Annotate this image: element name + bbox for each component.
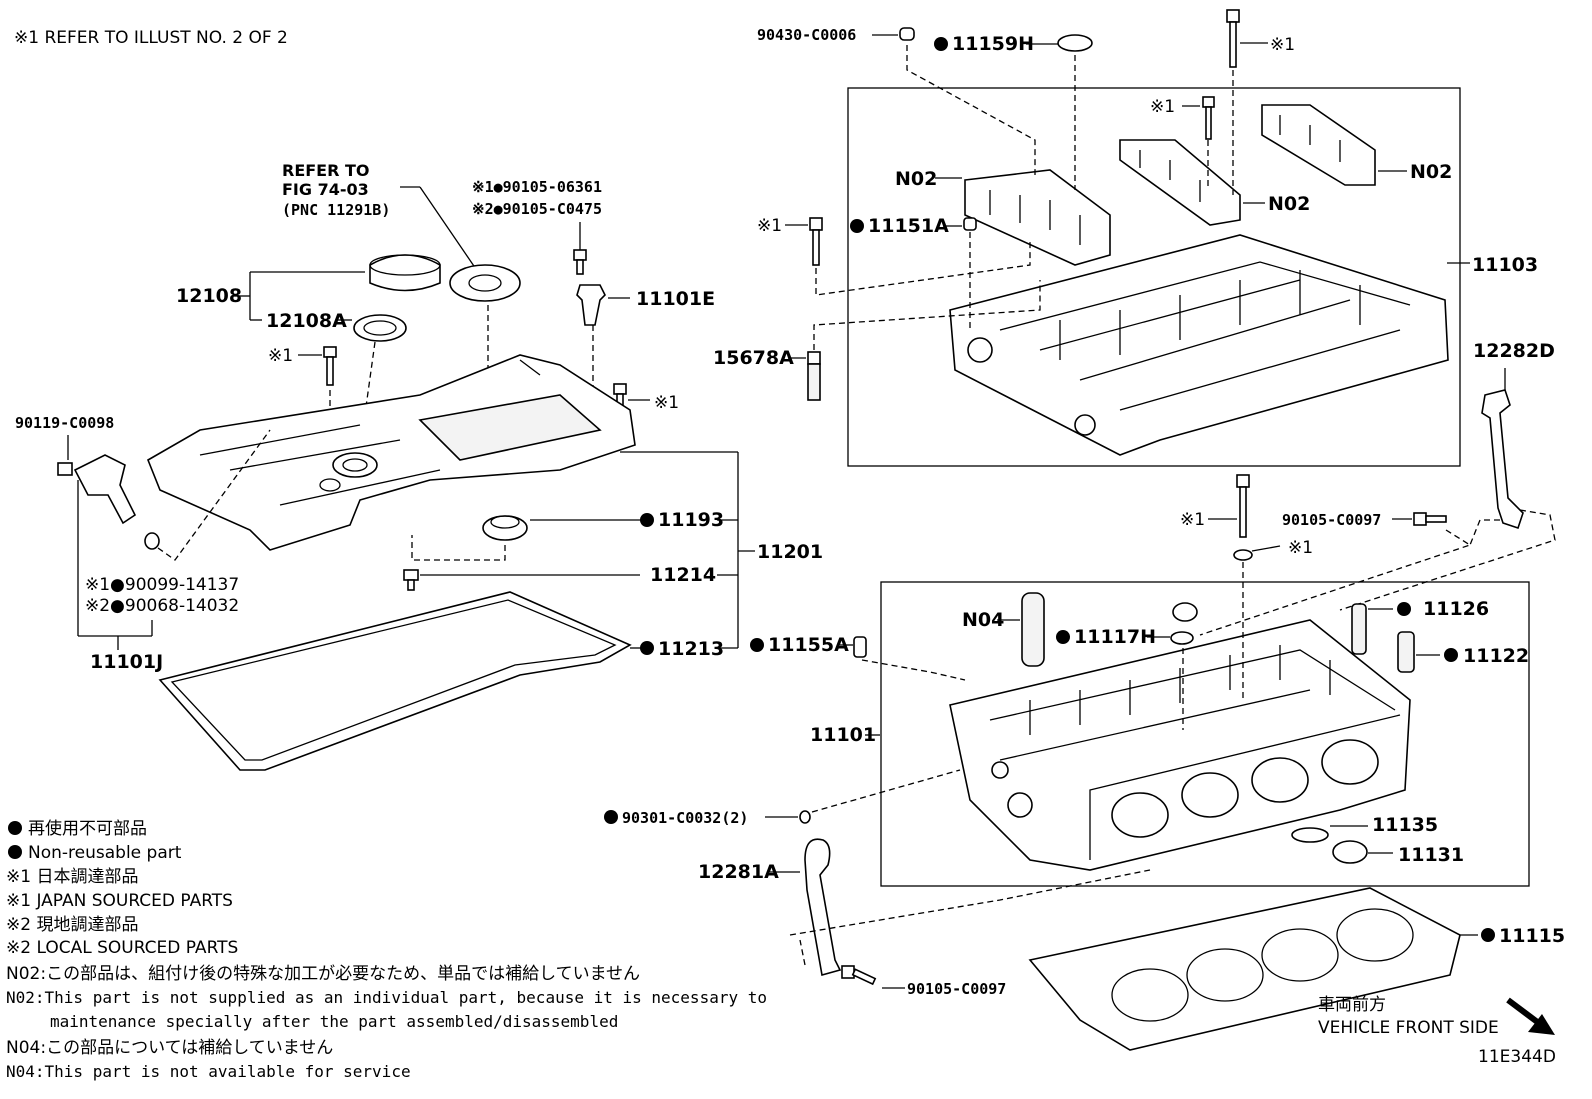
pin-n04-part (1021, 592, 1045, 667)
plug-90430-part (899, 27, 915, 41)
label-12108: 12108 (176, 285, 242, 307)
label-90105-c0097-a: 90105-C0097 (1282, 511, 1381, 529)
hook-12282d-part (1481, 389, 1524, 530)
legend-n02-en1: N02:This part is not supplied as an indi… (6, 988, 767, 1007)
marker-cap-bolt: ※1 (1150, 97, 1175, 117)
label-90430-c0006: 90430-C0006 (757, 26, 856, 44)
label-11101: 11101 (810, 724, 876, 746)
legend-m1-en: ※1 JAPAN SOURCED PARTS (6, 891, 233, 911)
label-90068-14032: ※2●90068-14032 (85, 596, 239, 616)
label-n04: N04 (962, 609, 1004, 631)
label-n02-b: N02 (1268, 193, 1310, 215)
legend-n02-en2: maintenance specially after the part ass… (50, 1012, 618, 1031)
label-90301-c0032: 90301-C0032(2) (622, 809, 748, 827)
marker-washer: ※1 (1288, 538, 1313, 558)
refer-line2: FIG 74-03 (282, 180, 369, 199)
label-12281a: 12281A (698, 861, 779, 883)
gasket-11159h-part (1057, 34, 1093, 52)
cylinder-head-box (880, 581, 1530, 887)
label-11159h: 11159H (952, 33, 1034, 55)
bolt-top-part (1226, 9, 1240, 23)
marker-mid-bolt: ※1 (1180, 510, 1205, 530)
label-11117h: 11117H (1074, 626, 1156, 648)
label-11122: 11122 (1463, 645, 1529, 667)
legend-m2-en: ※2 LOCAL SOURCED PARTS (6, 938, 238, 958)
vehicle-front-arrow-icon (1506, 997, 1555, 1035)
emblem-part (449, 264, 521, 302)
label-90105-c0475: ※2●90105-C0475 (472, 200, 602, 218)
camshaft-housing-drawing (949, 104, 1449, 456)
cylinder-head-cover-part (146, 354, 636, 551)
refer-line1: REFER TO (282, 161, 370, 180)
marker-left-bolt: ※1 (757, 216, 782, 236)
label-12108a: 12108A (266, 310, 347, 332)
label-11135: 11135 (1372, 814, 1438, 836)
plug-15678a-part (807, 363, 821, 401)
label-11131: 11131 (1398, 844, 1464, 866)
label-11193: 11193 (658, 509, 724, 531)
label-n02-c: N02 (1410, 161, 1452, 183)
sensor-11101e-part (576, 284, 606, 326)
legend-nonreuse-en: Non-reusable part (28, 843, 182, 863)
header-note: ※1 REFER TO ILLUST NO. 2 OF 2 (14, 28, 288, 48)
camshaft-housing-box (847, 87, 1461, 467)
front-en: VEHICLE FRONT SIDE (1318, 1018, 1499, 1038)
label-n02-a: N02 (895, 168, 937, 190)
label-11103: 11103 (1472, 254, 1538, 276)
label-11213: 11213 (658, 638, 724, 660)
refer-line3: (PNC 11291B) (282, 201, 390, 219)
marker-cover-bolt2: ※1 (654, 393, 679, 413)
label-11115: 11115 (1499, 925, 1565, 947)
marker-cover-bolt: ※1 (268, 346, 293, 366)
legend-n02-jp: N02:この部品は、組付け後の特殊な加工が必要なため、単品では補給していません (6, 964, 640, 984)
legend-n04-jp: N04:この部品については補給していません (6, 1038, 333, 1058)
label-12282d: 12282D (1473, 340, 1555, 362)
legend-m1-jp: ※1 日本調達部品 (6, 867, 138, 887)
label-11201: 11201 (757, 541, 823, 563)
label-11151a: 11151A (868, 215, 949, 237)
label-11214: 11214 (650, 564, 716, 586)
front-jp: 車両前方 (1318, 995, 1386, 1015)
label-90105-c0097-b: 90105-C0097 (907, 980, 1006, 998)
label-11126: 11126 (1423, 598, 1489, 620)
label-11101e: 11101E (636, 288, 715, 310)
label-11155a: 11155A (768, 634, 849, 656)
gasket-12108a-part (353, 314, 407, 342)
head-gasket-11115-part (1028, 887, 1461, 1051)
label-11101j: 11101J (90, 651, 163, 673)
label-90099-14137: ※1●90099-14137 (85, 575, 239, 595)
label-90119-c0098: 90119-C0098 (15, 414, 114, 432)
legend-nonreuse-jp: 再使用不可部品 (28, 818, 147, 839)
gasket-11213-part (158, 591, 632, 771)
figure-id: 11E344D (1478, 1047, 1556, 1067)
cylinder-head-drawing (949, 619, 1411, 871)
guide-11126-part (1351, 603, 1367, 655)
ocv-11101j-part (73, 454, 137, 525)
label-90105-06361: ※1●90105-06361 (472, 178, 602, 196)
legend-m2-jp: ※2 現地調達部品 (6, 915, 138, 935)
legend-n04-en: N04:This part is not available for servi… (6, 1062, 411, 1081)
hook-12281a-part (804, 838, 842, 977)
label-15678a: 15678A (713, 347, 794, 369)
marker-top-bolt: ※1 (1270, 35, 1295, 55)
guide-11122-part (1397, 631, 1415, 673)
